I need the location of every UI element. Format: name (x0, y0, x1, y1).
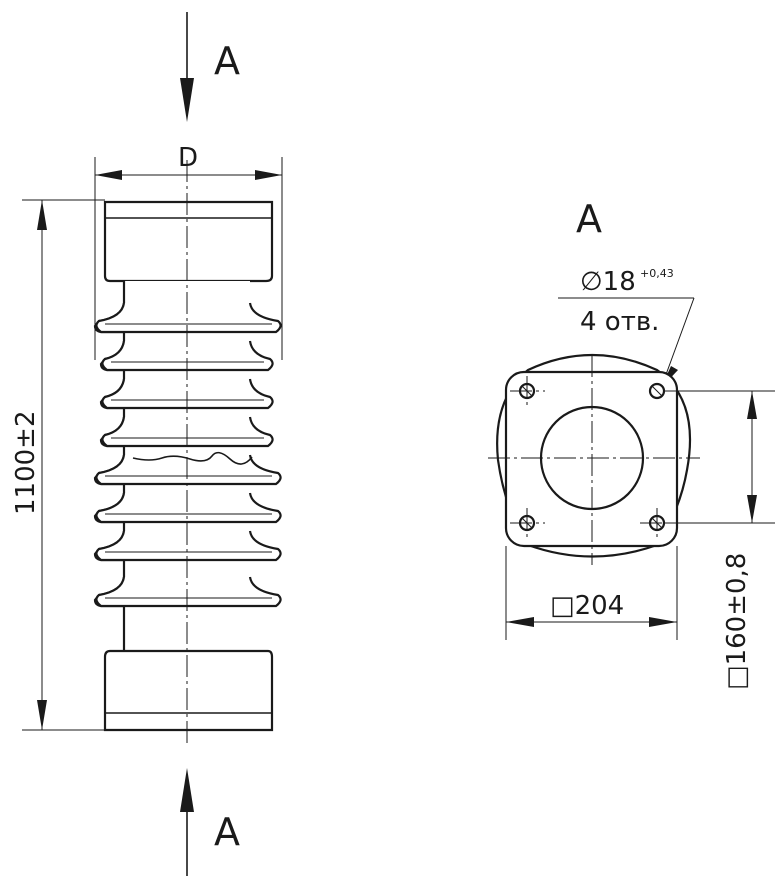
insulator-shed (95, 492, 282, 524)
section-arrow-top (180, 12, 194, 122)
top-cap (103, 200, 274, 283)
insulator-shed (95, 530, 282, 562)
view-a-title: A (576, 197, 602, 241)
view-label-top: A (214, 39, 240, 83)
bolt-square-dimension (664, 390, 775, 524)
height-label: 1100±2 (11, 411, 41, 516)
hole-tolerance-label: +0,43 (640, 267, 674, 280)
bolt-square-label: □160±0,8 (722, 553, 752, 690)
flange-width-label: □204 (550, 591, 624, 621)
view-a: A ∅18 +0,43 4 отв. (488, 197, 775, 690)
flange-width-dimension (505, 546, 678, 640)
joint-line (132, 451, 253, 465)
insulator-shed (95, 576, 282, 608)
hole-leader-line (663, 297, 695, 381)
diameter-label: D (178, 143, 198, 173)
diameter-dimension (94, 157, 283, 360)
bottom-cap (103, 649, 274, 732)
hole-count-label: 4 отв. (580, 307, 659, 337)
insulator-side-view: A A D 1100±2 (11, 12, 283, 876)
section-arrow-bottom (180, 768, 194, 876)
view-label-bottom: A (214, 810, 240, 854)
hole-diameter-label: ∅18 (580, 267, 636, 297)
insulator-shed (95, 302, 282, 334)
height-dimension (22, 199, 105, 731)
